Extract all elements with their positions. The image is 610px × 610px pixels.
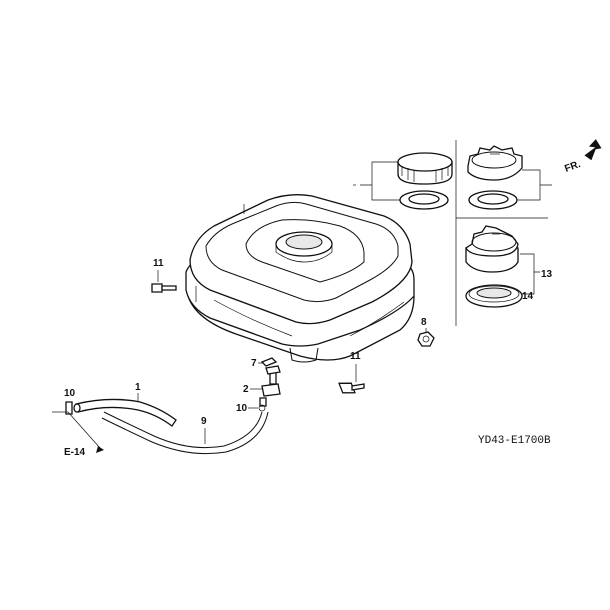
flange-nut xyxy=(417,328,435,347)
fuel-tank xyxy=(185,194,415,363)
fuel-tube xyxy=(101,411,269,455)
callout-1: 1 xyxy=(135,382,141,393)
direction-marker-label: FR. xyxy=(563,159,582,175)
fuel-cap-upper-right xyxy=(467,145,523,181)
callout-8: 8 xyxy=(421,317,427,328)
flange-bolt-left xyxy=(151,270,177,293)
callout-10-valve: 10 xyxy=(236,403,248,414)
callout-14: 14 xyxy=(522,291,534,302)
hose-1 xyxy=(73,398,177,427)
flange-bolt-lower xyxy=(338,364,365,394)
fuel-cap-13 xyxy=(465,225,519,273)
callout-10-left: 10 xyxy=(64,388,76,399)
hose-clip-upper xyxy=(260,357,278,367)
callout-11-lower: 11 xyxy=(350,351,361,362)
cap-gasket-14 xyxy=(465,284,523,308)
front-direction-marker: FR. xyxy=(563,139,602,175)
hose-clip-left xyxy=(65,401,73,415)
reference-e14 xyxy=(52,411,104,453)
callout-7: 7 xyxy=(251,358,257,369)
callout-2: 2 xyxy=(243,384,249,395)
fuel-valve xyxy=(259,365,281,407)
fuel-cap-upper-middle xyxy=(397,152,453,185)
callout-9: 9 xyxy=(201,416,207,427)
cap-gasket-upper-right xyxy=(468,190,518,210)
diagram-code: YD43-E1700B xyxy=(478,435,551,447)
callout-13: 13 xyxy=(541,269,553,280)
cap-gasket-upper-middle xyxy=(399,190,449,210)
callout-11-left: 11 xyxy=(153,258,164,269)
reference-label: E-14 xyxy=(64,447,86,458)
